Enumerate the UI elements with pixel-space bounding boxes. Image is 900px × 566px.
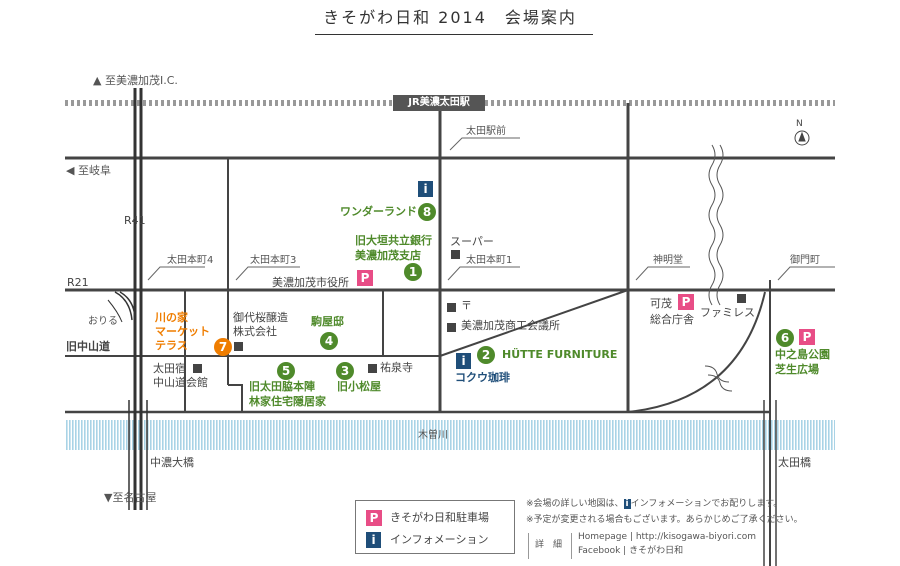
intersection-gomoncho: 御門町 (790, 255, 820, 266)
venue-5-name[interactable]: 旧太田脇本陣 (249, 380, 315, 393)
direction-ic: ▲ 至美濃加茂I.C. (93, 74, 178, 87)
river-label: 木曽川 (418, 430, 448, 441)
compass-label: N (796, 119, 803, 129)
detail-label: 詳 細 (535, 540, 563, 550)
bridge-chuno: 中濃大橋 (150, 456, 194, 469)
legend-parking: きそがわ日和駐車場 (390, 511, 489, 524)
title-underline (315, 34, 593, 35)
venue-5-marker[interactable]: 5 (277, 362, 295, 380)
landmark-hall1: 太田宿 (153, 362, 186, 375)
building-marker (451, 250, 460, 259)
venue-2-marker[interactable]: 2 (477, 346, 495, 364)
bridge-ota: 太田橋 (778, 456, 811, 469)
river-kisogawa (65, 420, 835, 450)
venue-6-name2[interactable]: 芝生広場 (775, 363, 819, 376)
landmark-famires: ファミレス (700, 306, 755, 319)
venue-1-marker[interactable]: 1 (404, 263, 422, 281)
landmark-sake1: 御代桜醸造 (233, 311, 288, 324)
venue-8-name[interactable]: ワンダーランド (340, 205, 417, 218)
legend: P きそがわ日和駐車場 i インフォメーション (355, 500, 515, 554)
venue-6-marker[interactable]: 6 (776, 329, 794, 347)
venue-7-marker[interactable]: 7 (214, 338, 232, 356)
building-marker (447, 303, 456, 312)
river-cut-marks (704, 144, 733, 392)
venue-4-name[interactable]: 駒屋邸 (311, 315, 344, 328)
building-marker (447, 323, 456, 332)
venue-5-name2[interactable]: 林家住宅隠居家 (249, 395, 326, 408)
landmark-gov2: 総合庁舎 (650, 313, 694, 326)
venue-8-marker[interactable]: 8 (418, 203, 436, 221)
intersection-honmachi4: 太田本町4 (167, 255, 214, 266)
info-icon: i (456, 353, 471, 369)
intersection-honmachi1: 太田本町1 (466, 255, 513, 266)
info-icon: i (366, 532, 381, 548)
r41-highway (107, 88, 148, 510)
road-r21: R21 (67, 276, 89, 289)
landmark-gov1: 可茂 (650, 297, 672, 310)
venue-7-name2[interactable]: マーケット (155, 325, 210, 338)
compass (794, 130, 810, 146)
parking-icon: P (678, 294, 694, 310)
intersection-ekimae: 太田駅前 (466, 126, 506, 137)
landmark-post: 〒 (461, 299, 472, 312)
landmark-super: スーパー (450, 235, 494, 248)
landmark-temple: 祐泉寺 (380, 361, 413, 374)
map-title: きそがわ日和 2014 会場案内 (323, 8, 577, 27)
venue-1-name[interactable]: 旧大垣共立銀行 (355, 234, 432, 247)
venue-3-marker[interactable]: 3 (336, 362, 354, 380)
homepage-row: Homepage | http://kisogawa-biyori.com (578, 532, 756, 542)
building-marker (193, 364, 202, 373)
parking-icon: P (366, 510, 382, 526)
homepage-link[interactable]: http://kisogawa-biyori.com (635, 532, 756, 542)
venue-7-name[interactable]: 川の家 (155, 311, 188, 324)
exit-label: おりる (88, 316, 118, 327)
landmark-chamber: 美濃加茂商工会議所 (461, 319, 560, 332)
building-marker (234, 342, 243, 351)
venue-3-name[interactable]: 旧小松屋 (337, 380, 381, 393)
info-icon: i (623, 499, 631, 509)
intersection-shinmeido: 神明堂 (653, 255, 683, 266)
station-label: JR美濃太田駅 (393, 95, 485, 111)
venue-2-name[interactable]: HÜTTE FURNITURE (502, 348, 618, 361)
venue-7-name3[interactable]: テラス (155, 339, 188, 352)
venue-6-name[interactable]: 中之島公園 (775, 348, 830, 361)
note-2: ※予定が変更される場合もございます。あらかじめご了承ください。 (526, 515, 803, 525)
facebook-row: Facebook | きそがわ日和 (578, 546, 684, 556)
venue-2-cafe[interactable]: コクウ珈琲 (455, 371, 510, 384)
parking-icon: P (799, 329, 815, 345)
parking-icon: P (357, 270, 373, 286)
building-marker (737, 294, 746, 303)
intersection-honmachi3: 太田本町3 (250, 255, 297, 266)
building-marker (368, 364, 377, 373)
facebook-link[interactable]: きそがわ日和 (629, 546, 684, 556)
info-icon: i (418, 181, 433, 197)
direction-nagoya: ▼至名古屋 (104, 491, 157, 504)
landmark-sake2: 株式会社 (233, 325, 277, 338)
venue-1-name2[interactable]: 美濃加茂支店 (355, 249, 421, 262)
venue-4-marker[interactable]: 4 (320, 332, 338, 350)
road-nakasendo: 旧中山道 (66, 340, 110, 353)
direction-gifu: ◀ 至岐阜 (66, 164, 111, 177)
road-r41: R41 (124, 214, 146, 227)
legend-info: インフォメーション (390, 533, 489, 546)
landmark-cityhall: 美濃加茂市役所 (272, 276, 349, 289)
landmark-hall2: 中山道会館 (153, 376, 208, 389)
